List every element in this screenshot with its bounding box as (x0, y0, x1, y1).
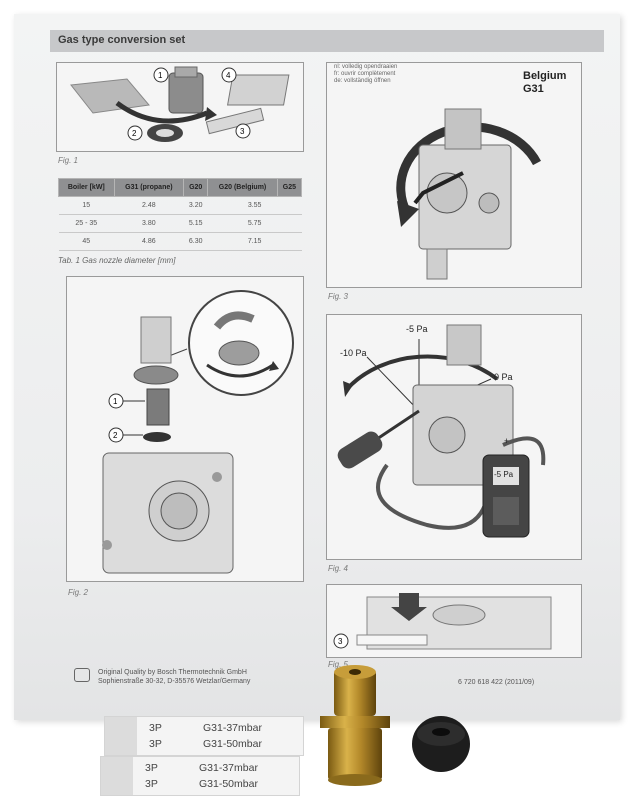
table-cell: 5.75 (207, 214, 302, 233)
belgium-label: Belgium G31 (523, 70, 566, 96)
table-header: G20 (183, 178, 209, 197)
gas-label-sticker: 3P G31-37mbar 3P G31-50mbar (104, 716, 304, 756)
fig2-label: Fig. 2 (68, 588, 89, 597)
pressure-zero: 0 Pa (494, 372, 513, 382)
meter-reading: -5 Pa (494, 470, 514, 479)
bosch-logo-icon (74, 668, 90, 682)
table-cell: 15 (58, 196, 115, 215)
fig3-label: Fig. 3 (328, 292, 349, 301)
callout-2: 2 (132, 129, 137, 138)
fig4-panel (326, 314, 582, 560)
pressure-minus10: -10 Pa (340, 348, 367, 358)
table-cell: 45 (58, 232, 115, 251)
fig2-illustration: 1 2 (102, 290, 294, 574)
callout-3: 3 (240, 127, 245, 136)
country-label: Belgium (523, 70, 567, 82)
fig1-panel: 1 2 3 4 (56, 62, 304, 152)
page-title: Gas type conversion set (58, 34, 186, 46)
table-cell: 3.80 (114, 214, 184, 233)
table-caption: Tab. 1 Gas nozzle diameter [mm] (58, 256, 176, 265)
table-cell: 6.30 (183, 232, 208, 251)
table-row: 25 - 35 3.80 5.15 5.75 (58, 214, 302, 233)
header-bar (50, 30, 604, 52)
table-row: 45 4.86 6.30 7.15 (58, 232, 302, 251)
rubber-washer (412, 716, 470, 772)
brass-nozzle (320, 665, 390, 786)
fig5-illustration: 3 (333, 593, 552, 650)
callout-1: 1 (158, 71, 163, 80)
footer-street: Sophienstraße 30-32, D-35576 Wetzlar/Ger… (98, 678, 251, 685)
table-row: 15 2.48 3.20 3.55 (58, 196, 302, 215)
sticker-text: G31-37mbar (199, 762, 258, 774)
sticker-code: 3P (145, 762, 158, 774)
table-cell: 7.15 (207, 232, 302, 251)
instruction-fr: fr: ouvrir complètement (334, 71, 396, 77)
fig5-callout-3: 3 (338, 637, 343, 646)
table-cell: 2.48 (114, 196, 184, 215)
pressure-minus5: -5 Pa (406, 324, 428, 334)
fig4-illustration (337, 324, 546, 538)
fig5-label: Fig. 5 (328, 660, 349, 669)
table-cell: 3.55 (207, 196, 302, 215)
table-header: G31 (propane) (113, 178, 185, 197)
fig2-callout-1: 1 (113, 397, 118, 406)
fig3-illustration (396, 108, 541, 280)
sticker-text: G31-50mbar (203, 738, 262, 750)
fig1-label: Fig. 1 (58, 156, 79, 165)
sticker-code: 3P (149, 738, 162, 750)
table-cell: 4.86 (114, 232, 184, 251)
table-cell: 3.20 (183, 196, 208, 215)
nozzle-table: Boiler [kW] G31 (propane) G20 G20 (Belgi… (58, 178, 303, 251)
footer-address: Original Quality by Bosch Thermotechnik … (98, 668, 250, 686)
document-number: 6 720 618 422 (2011/09) (458, 679, 535, 686)
fig2-callout-2: 2 (113, 431, 118, 440)
table-cell: 25 - 35 (58, 214, 115, 233)
fig3-panel (326, 62, 582, 288)
callout-4: 4 (226, 71, 231, 80)
footer-company: Original Quality by Bosch Thermotechnik … (98, 669, 247, 676)
instruction-nl: nl: volledig opendraaien (334, 64, 398, 70)
sticker-text: G31-37mbar (203, 722, 262, 734)
table-cell: 5.15 (183, 214, 208, 233)
table-header: Boiler [kW] (58, 178, 115, 197)
table-header: G20 (Belgium) (207, 178, 278, 197)
sticker-code: 3P (149, 722, 162, 734)
sticker-tab (105, 717, 137, 755)
gas-label: G31 (523, 83, 544, 95)
fig3-instruction: nl: volledig opendraaien fr: ouvrir comp… (334, 64, 397, 85)
plus-sign: + (504, 436, 510, 446)
fig5-panel: 3 (326, 584, 582, 658)
sticker-tab (101, 757, 133, 795)
table-header: G25 (276, 178, 303, 197)
gas-label-sticker: 3P G31-37mbar 3P G31-50mbar (100, 756, 300, 796)
fig4-label: Fig. 4 (328, 564, 349, 573)
table-header-row: Boiler [kW] G31 (propane) G20 G20 (Belgi… (58, 178, 303, 197)
fig2-panel: 1 2 (66, 276, 304, 582)
instruction-de: de: vollständig öffnen (334, 78, 391, 84)
sticker-text: G31-50mbar (199, 778, 258, 790)
fig1-illustration: 1 2 3 4 (70, 66, 290, 142)
sticker-code: 3P (145, 778, 158, 790)
